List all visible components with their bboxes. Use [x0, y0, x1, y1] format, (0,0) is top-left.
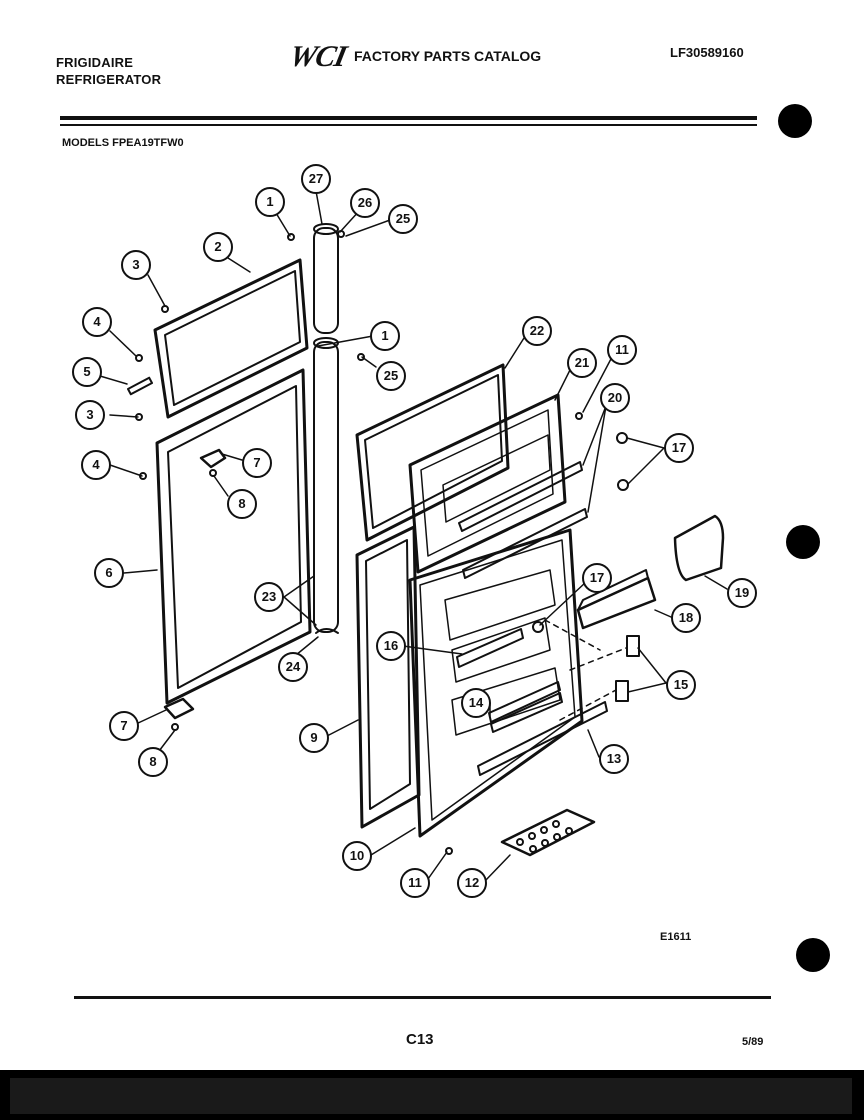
header-rule-thin	[60, 124, 757, 126]
callout-number: 2	[214, 239, 222, 254]
callout-number: 8	[238, 496, 246, 511]
doc-number: LF30589160	[670, 45, 744, 60]
binder-hole-bottom	[796, 938, 830, 972]
egg-tray-part	[500, 808, 596, 857]
brand-label: FRIGIDAIRE REFRIGERATOR	[56, 54, 161, 88]
header-rule-thick	[60, 116, 757, 120]
callout-number: 27	[308, 171, 324, 186]
freezer-gasket-part	[355, 363, 510, 542]
callout-number: 25	[383, 368, 399, 383]
callout-number: 18	[678, 610, 694, 625]
callout-number: 12	[464, 875, 480, 890]
binder-hole-top	[778, 104, 812, 138]
figure-id: E1611	[660, 931, 692, 943]
callout-number: 24	[285, 659, 301, 674]
brand-line-2: REFRIGERATOR	[56, 72, 162, 87]
callout-number: 3	[86, 407, 94, 422]
catalog-title: FACTORY PARTS CATALOG	[354, 48, 542, 64]
callout-number: 17	[671, 440, 687, 455]
shelf-retainer-parts	[532, 432, 640, 702]
callout-number: 23	[261, 589, 277, 604]
print-date: 5/89	[742, 1036, 764, 1048]
callout-number: 22	[529, 323, 545, 338]
callout-leaders	[99, 190, 728, 882]
callout-circles	[72, 164, 757, 898]
footer-rule	[74, 996, 771, 999]
door-shelf-bars	[456, 628, 608, 776]
callout-number: 14	[468, 695, 484, 710]
callout-number: 8	[149, 754, 157, 769]
callout-number: 11	[615, 342, 629, 357]
fresh-food-door-part	[155, 368, 312, 705]
callout-number: 4	[93, 314, 101, 329]
callout-number: 1	[381, 328, 389, 343]
callout-number: 17	[589, 570, 605, 585]
screw-parts	[126, 230, 583, 855]
callout-number: 7	[120, 718, 128, 733]
callout-number: 1	[266, 194, 274, 209]
callout-number: 25	[395, 211, 411, 226]
callout-number: 4	[92, 457, 100, 472]
freezer-shelf-rails	[458, 461, 588, 579]
callout-number: 21	[574, 355, 590, 370]
models-label: MODELS FPEA19TFW0	[62, 137, 184, 149]
top-hinge-part	[199, 448, 227, 477]
callout-number: 9	[310, 730, 318, 745]
callout-number: 10	[349, 848, 365, 863]
fresh-food-gasket-part	[355, 525, 421, 829]
binder-hole-middle	[786, 525, 820, 559]
callout-number: 19	[734, 585, 750, 600]
freezer-liner-part	[408, 393, 567, 574]
callout-number: 6	[105, 565, 113, 580]
dairy-door-part	[673, 514, 725, 582]
callout-number: 13	[606, 751, 622, 766]
butter-bin-part	[576, 569, 657, 630]
callout-number: 3	[132, 257, 140, 272]
callout-number: 20	[607, 390, 623, 405]
door-trim-tubes	[313, 223, 339, 634]
callout-number: 16	[383, 638, 399, 653]
callout-number: 7	[253, 455, 261, 470]
bottom-hinge-part	[163, 697, 195, 731]
brand-line-1: FRIGIDAIRE	[56, 55, 134, 70]
callout-number: 26	[357, 195, 373, 210]
callout-number: 5	[83, 364, 91, 379]
freezer-door-part	[153, 258, 309, 419]
callout-number: 11	[408, 875, 422, 890]
scan-edge-inner	[10, 1078, 852, 1114]
page-number: C13	[406, 1031, 434, 1048]
callout-number: 15	[673, 677, 689, 692]
